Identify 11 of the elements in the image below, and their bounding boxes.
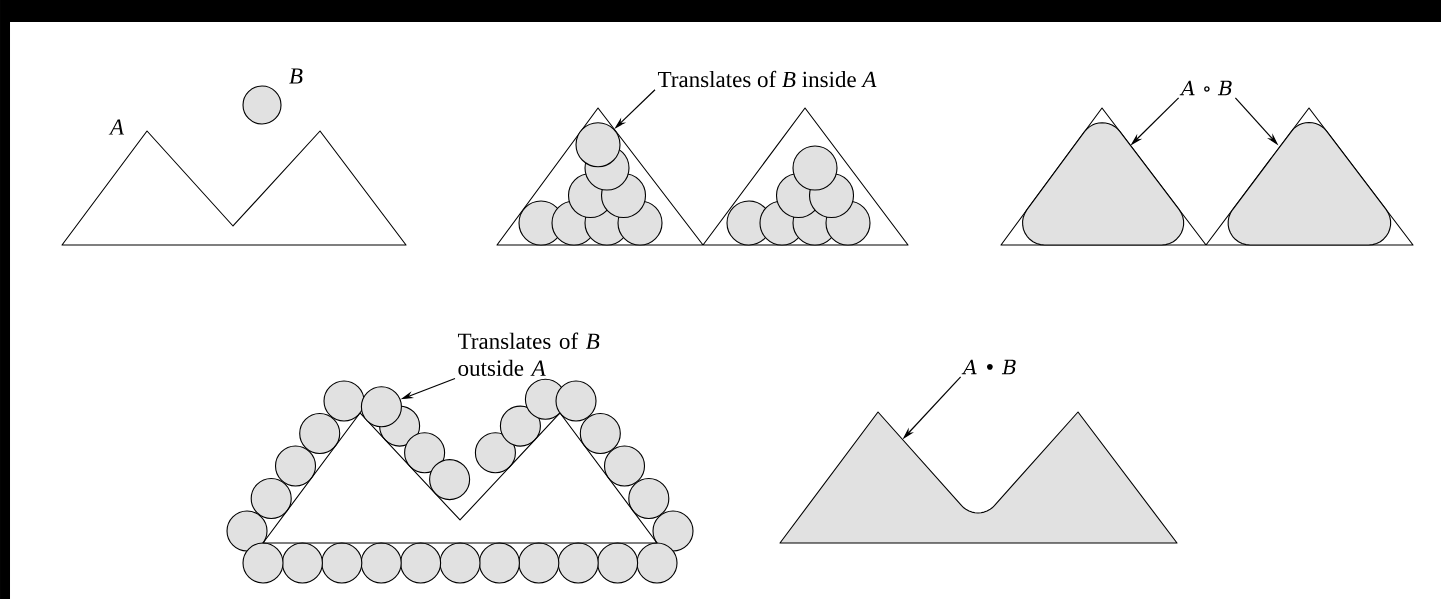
rounded-triangle	[1227, 121, 1392, 246]
shaded-polygon	[779, 411, 1178, 544]
circle	[575, 122, 621, 168]
rounded-triangle	[1022, 122, 1185, 246]
annotation-text: Translates of B outside A	[458, 332, 600, 376]
operator-label: A • B	[961, 359, 1016, 375]
annotation-text: Translates of B inside A	[658, 70, 877, 88]
set-label: B	[289, 68, 303, 84]
set-label: A	[108, 119, 125, 135]
circle	[360, 386, 402, 428]
operator-label: A ∘ B	[1179, 80, 1232, 96]
